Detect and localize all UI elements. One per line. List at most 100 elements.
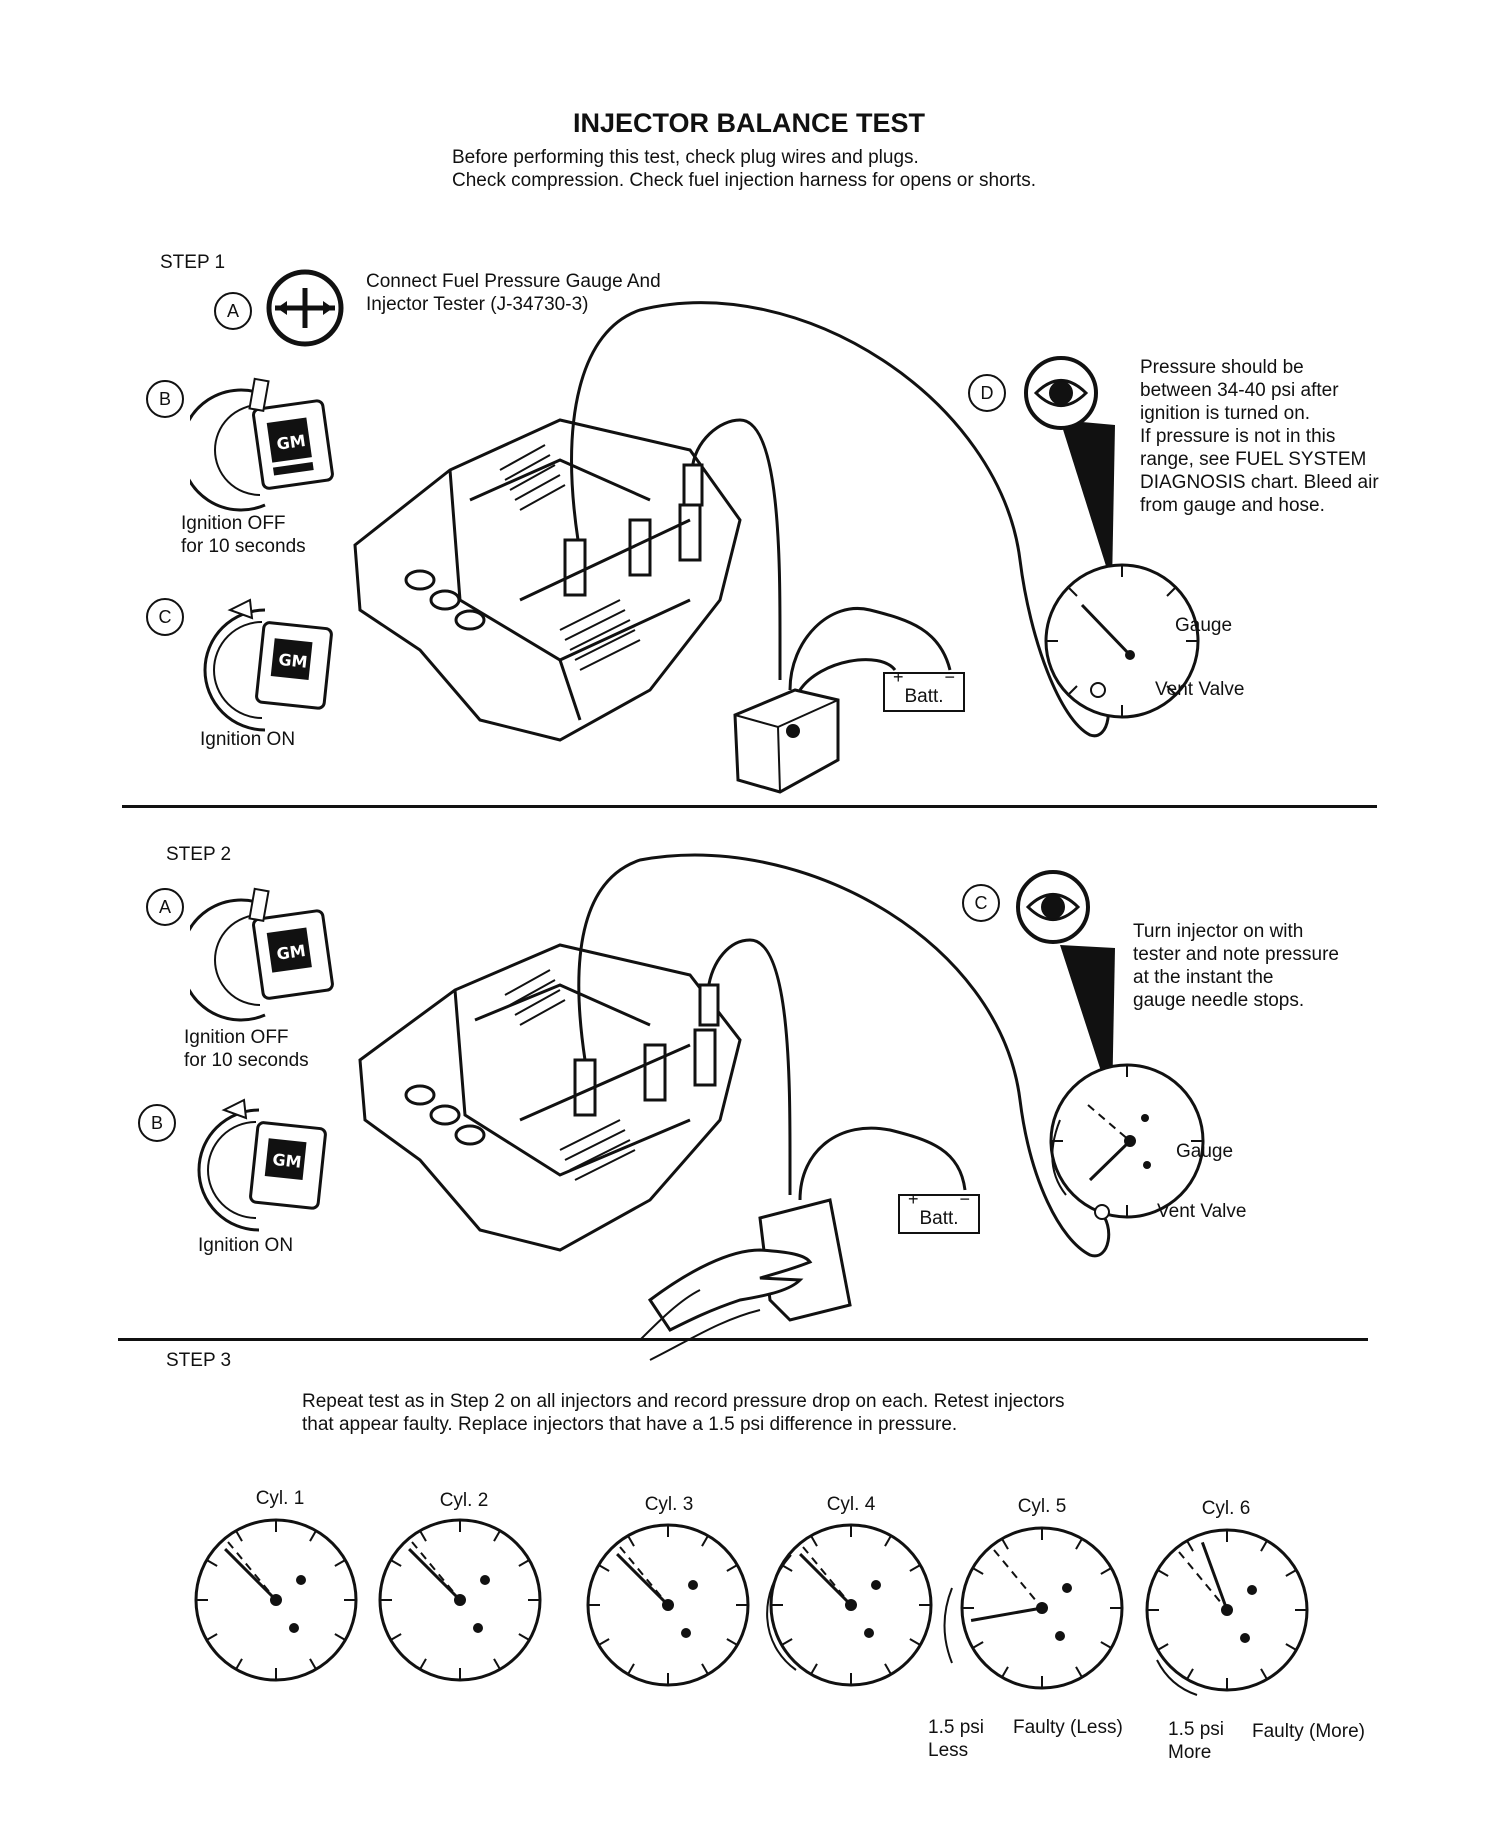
- gauge-pin: [480, 1575, 490, 1585]
- needle-hub: [1221, 1604, 1233, 1616]
- step1-gauge-label: Gauge: [1175, 615, 1233, 636]
- gauge-tick: [810, 1663, 818, 1675]
- step2-a-line1: Ignition OFF: [184, 1027, 289, 1048]
- gauge-needle: [1200, 1541, 1229, 1611]
- pressure-arrow: [766, 1554, 797, 1671]
- gauge-tick: [781, 1638, 793, 1646]
- cyl-label: Cyl. 6: [1201, 1498, 1251, 1519]
- gauge-tick: [1157, 1569, 1169, 1577]
- cyl-label: Cyl. 2: [439, 1490, 489, 1511]
- step1-d-line: ignition is turned on.: [1140, 403, 1311, 424]
- gauge-tick: [334, 1559, 346, 1567]
- step1-battery: + − Batt.: [883, 668, 965, 712]
- step1-vent-label: Vent Valve: [1155, 679, 1245, 700]
- intro-line-1: Before performing this test, check plug …: [452, 147, 919, 168]
- ignition-switch-off-icon: GM: [179, 370, 340, 525]
- step2-vent-label: Vent Valve: [1157, 1201, 1247, 1222]
- gauge-tick: [627, 1663, 635, 1675]
- battery-label: Batt.: [904, 686, 944, 707]
- eye-icon: [1024, 356, 1098, 430]
- gauge-tick: [518, 1633, 530, 1641]
- gauge-tick: [1075, 1538, 1083, 1550]
- gauge-pin: [296, 1575, 306, 1585]
- step1-b-marker: B: [146, 380, 184, 418]
- step3-text: Repeat test as in Step 2 on all injector…: [302, 1390, 1065, 1436]
- step1-d-line: from gauge and hose.: [1140, 495, 1325, 516]
- gauge-tick: [206, 1633, 218, 1641]
- reference-needle: [1178, 1551, 1228, 1611]
- step1-a-line2: Injector Tester (J-34730-3): [366, 294, 589, 315]
- step1-b-line1: Ignition OFF: [181, 513, 286, 534]
- page-title: INJECTOR BALANCE TEST: [572, 108, 926, 138]
- more-arrow: [1156, 1659, 1198, 1696]
- gauge-tick: [518, 1559, 530, 1567]
- step2-c-line: gauge needle stops.: [1133, 990, 1305, 1011]
- less-note-line1: 1.5 psi: [928, 1717, 984, 1738]
- ignition-switch-off-icon: GM: [179, 880, 340, 1035]
- step2-battery: + − Batt.: [898, 1190, 980, 1234]
- battery-plus: +: [893, 667, 904, 687]
- more-note: 1.5 psi More: [1168, 1718, 1224, 1764]
- step2-c-text: Turn injector on with tester and note pr…: [1133, 920, 1339, 1012]
- gauge-tick: [810, 1535, 818, 1547]
- needle-hub: [270, 1594, 282, 1606]
- cyl-label: Cyl. 5: [1017, 1496, 1067, 1517]
- gauge-tick: [1285, 1643, 1297, 1651]
- gauge-pin: [688, 1580, 698, 1590]
- svg-text:GM: GM: [272, 1150, 303, 1172]
- reference-needle: [993, 1549, 1043, 1609]
- gauge-pin: [864, 1628, 874, 1638]
- svg-text:GM: GM: [275, 431, 306, 454]
- gauge-pin: [1247, 1585, 1257, 1595]
- gauge-tick: [206, 1559, 218, 1567]
- battery-minus: −: [959, 1189, 970, 1209]
- less-note: 1.5 psi Less: [928, 1716, 984, 1762]
- step2-c-line: at the instant the: [1133, 967, 1274, 988]
- gauge-needle: [616, 1553, 670, 1607]
- gauge-tick: [1285, 1569, 1297, 1577]
- ignition-switch-on-icon: GM: [184, 1090, 334, 1245]
- more-note-line2: More: [1168, 1742, 1212, 1763]
- gauge-pin: [1240, 1633, 1250, 1643]
- gauge-tick: [1001, 1538, 1009, 1550]
- gauge-pin: [871, 1580, 881, 1590]
- step2-a-text: Ignition OFF for 10 seconds: [184, 1026, 309, 1072]
- step1-c-marker: C: [146, 598, 184, 636]
- gauge-tick: [334, 1633, 346, 1641]
- svg-text:GM: GM: [275, 941, 306, 964]
- gauge-tick: [390, 1633, 402, 1641]
- step1-d-line: If pressure is not in this: [1140, 426, 1336, 447]
- step1-d-marker: D: [968, 374, 1006, 412]
- step1-label: STEP 1: [160, 252, 226, 273]
- gauge-tick: [235, 1658, 243, 1670]
- step1-d-text: Pressure should be between 34-40 psi aft…: [1140, 356, 1379, 517]
- needle-hub: [454, 1594, 466, 1606]
- intro-text: Before performing this test, check plug …: [452, 146, 1036, 192]
- cyl-label: Cyl. 3: [644, 1494, 694, 1515]
- step1-d-line: between 34-40 psi after: [1140, 380, 1339, 401]
- gauge-tick: [701, 1663, 709, 1675]
- divider: [122, 805, 1377, 808]
- gauge-tick: [598, 1564, 610, 1572]
- faulty-more-label: Faulty (More): [1252, 1721, 1365, 1742]
- gauge-tick: [1260, 1668, 1268, 1680]
- faulty-less-label: Faulty (Less): [1013, 1717, 1123, 1738]
- step2-a-line2: for 10 seconds: [184, 1050, 309, 1071]
- divider: [118, 1338, 1368, 1341]
- gauge-tick: [493, 1658, 501, 1670]
- gauge-tick: [884, 1663, 892, 1675]
- battery-label: Batt.: [919, 1208, 959, 1229]
- gauge-tick: [1075, 1666, 1083, 1678]
- ignition-switch-on-icon: GM: [190, 590, 340, 745]
- gauge-tick: [419, 1530, 427, 1542]
- gauge-tick: [309, 1658, 317, 1670]
- gauge-tick: [419, 1658, 427, 1670]
- needle-hub: [1036, 1602, 1048, 1614]
- step1-b-text: Ignition OFF for 10 seconds: [181, 512, 306, 558]
- less-arrow: [943, 1587, 953, 1664]
- svg-text:GM: GM: [278, 650, 309, 672]
- gauge-tick: [598, 1638, 610, 1646]
- step1-d-line: range, see FUEL SYSTEM: [1140, 449, 1367, 470]
